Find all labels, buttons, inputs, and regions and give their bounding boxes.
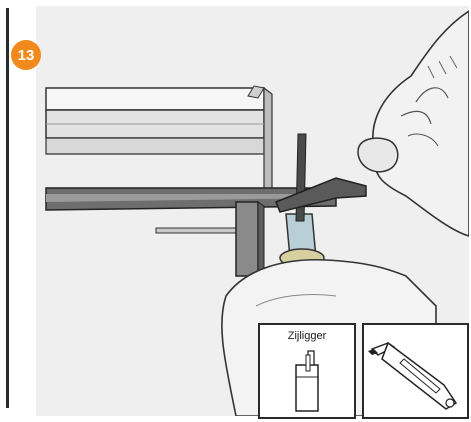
step-number-badge: 13 — [11, 40, 41, 70]
side-rail-inset: Zijligger — [258, 323, 356, 419]
previous-step-border — [0, 0, 14, 419]
utility-knife-icon — [364, 325, 467, 417]
tool-inset — [362, 323, 469, 419]
inset-label: Zijligger — [260, 330, 354, 342]
vertical-post — [236, 202, 264, 280]
